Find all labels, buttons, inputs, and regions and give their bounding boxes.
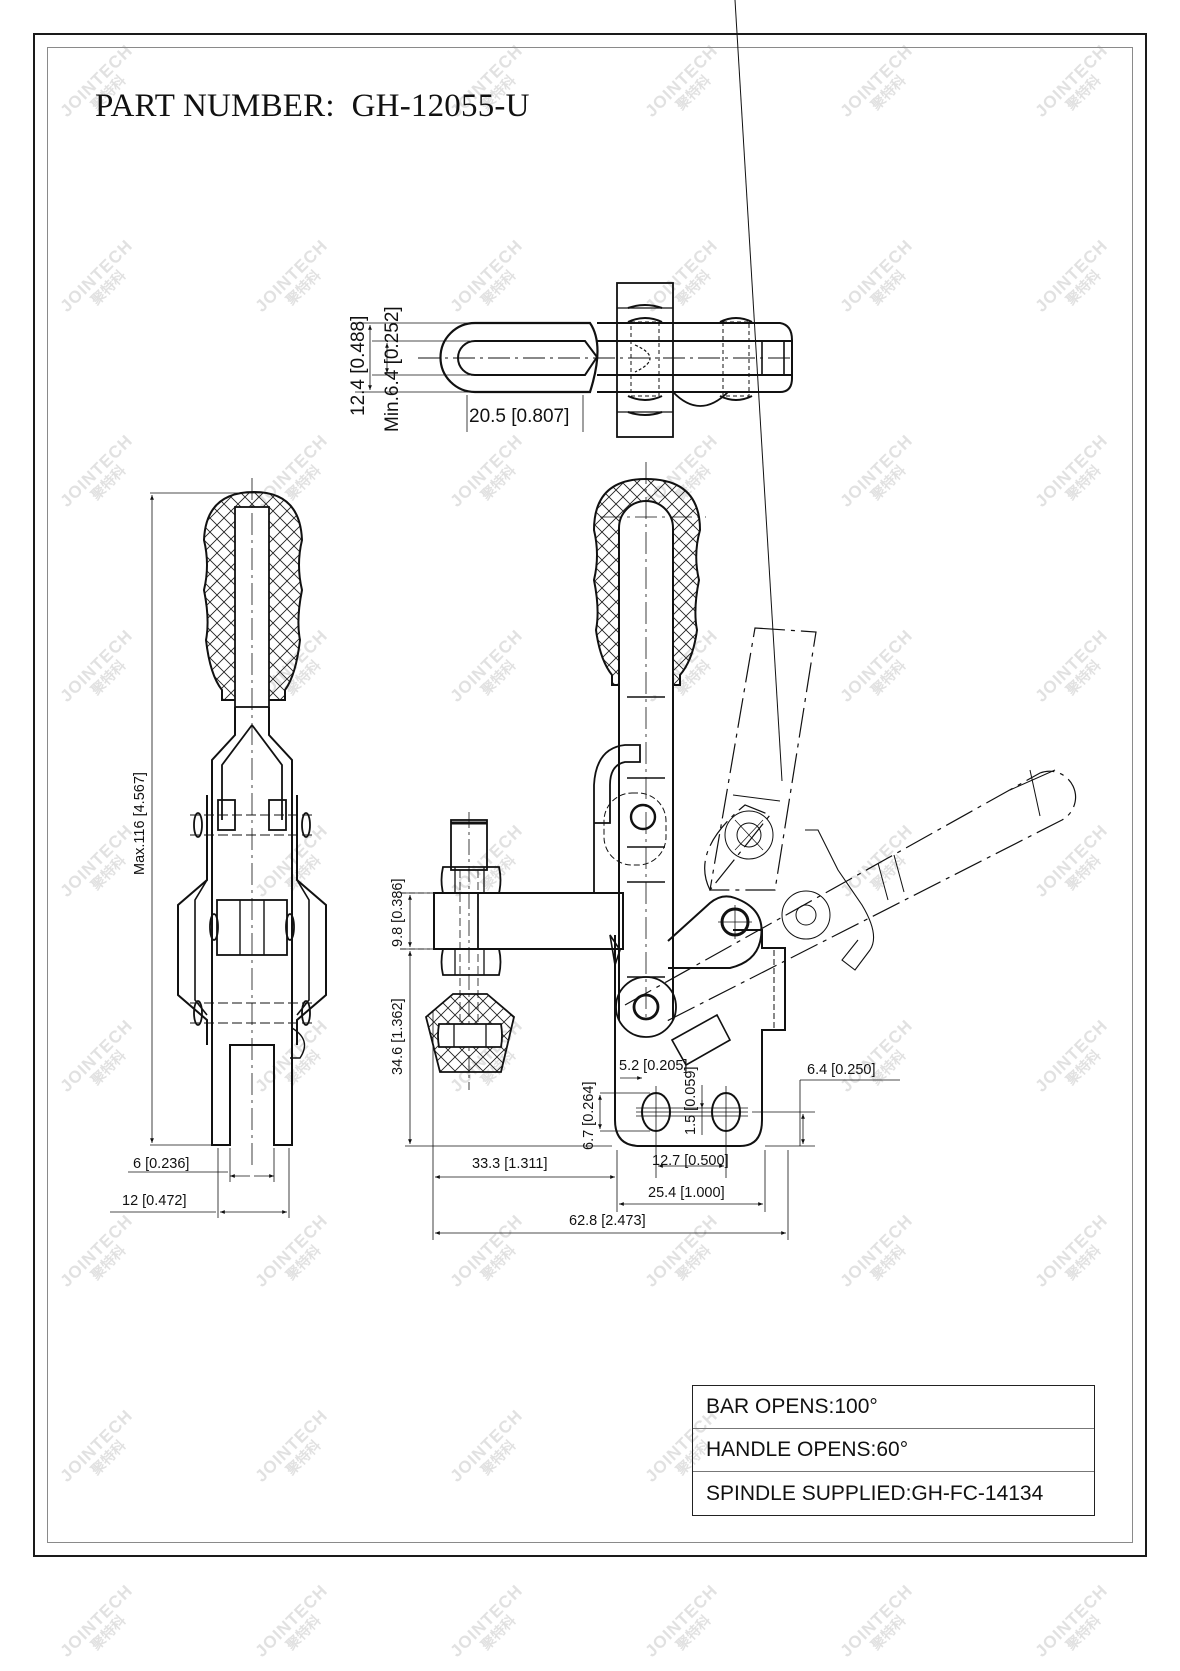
dim-hole-height: 6.7 [0.264] [581, 1081, 597, 1150]
dim-base-width: 25.4 [1.000] [648, 1185, 725, 1201]
top-view [355, 282, 793, 438]
spec-spindle-supplied: SPINDLE SUPPLIED:GH-FC-14134 [706, 1481, 1044, 1505]
dim-slot-width: 6 [0.236] [133, 1156, 189, 1172]
spec-handle-opens: HANDLE OPENS:60° [693, 1429, 1094, 1472]
dim-max-height: Max.116 [4.567] [132, 772, 148, 875]
dim-spindle-height: 34.6 [1.362] [390, 998, 406, 1075]
dim-hole-spacing: 12.7 [0.500] [652, 1153, 729, 1169]
dim-hole-width: 5.2 [0.205] [619, 1058, 688, 1074]
dim-spindle-reach: 33.3 [1.311] [472, 1156, 548, 1172]
inner-border [47, 47, 1133, 1543]
side-view [110, 478, 327, 1218]
dim-slot-offset: 1.5 [0.059] [683, 1066, 699, 1135]
outer-border [33, 33, 1147, 1557]
dim-overall-width: 12.4 [0.488] [348, 316, 369, 416]
dim-slot-length: 20.5 [0.807] [469, 406, 569, 427]
spec-bar-opens: BAR OPENS:100° [693, 1386, 1094, 1429]
part-number-title: PART NUMBER: GH-12055-U [95, 88, 530, 124]
specs-table: BAR OPENS:100° HANDLE OPENS:60° SPINDLE … [692, 1385, 1095, 1516]
front-view [400, 0, 1077, 1240]
dim-base-height: 6.4 [0.250] [807, 1062, 876, 1078]
dim-jaw-width: 12 [0.472] [122, 1193, 187, 1209]
dim-min-slot: Min.6.4 [0.252] [382, 306, 403, 432]
dim-overall-length: 62.8 [2.473] [569, 1213, 646, 1229]
dim-arm-thickness: 9.8 [0.386] [390, 878, 406, 947]
